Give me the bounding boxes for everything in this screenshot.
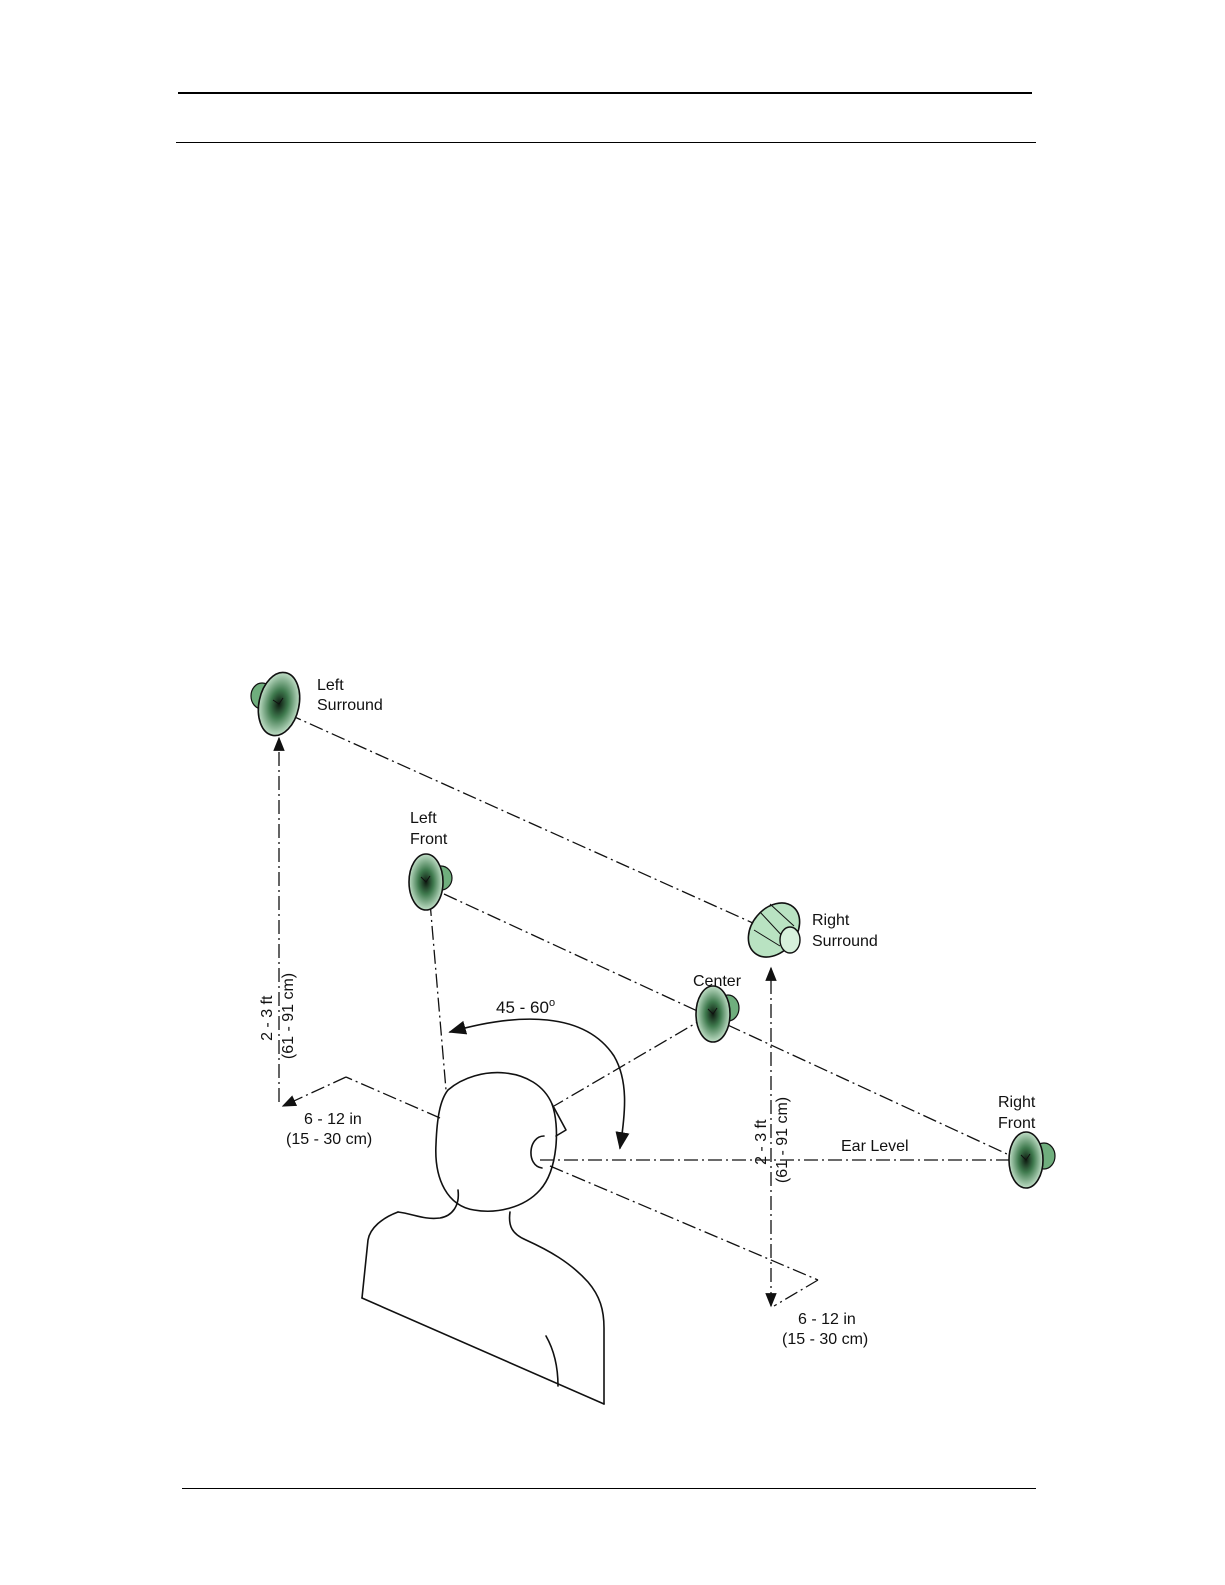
left-offset-leg-b <box>283 1077 346 1106</box>
listener-body-bottom <box>362 1298 604 1404</box>
listener-shoulder-left <box>362 1212 398 1298</box>
speaker-left-front[interactable] <box>409 854 452 910</box>
label-left-surround: Left Surround <box>317 677 383 714</box>
line-left-surround-to-right-surround <box>288 714 764 928</box>
listener-neck-left <box>398 1190 458 1218</box>
speaker-right-front[interactable] <box>1009 1132 1055 1188</box>
guide-lines <box>279 714 1020 1306</box>
listener-ear <box>531 1136 544 1168</box>
speaker-center[interactable] <box>696 986 739 1042</box>
label-right-front: Right Front <box>998 1094 1040 1132</box>
label-left-front: Left Front <box>410 810 448 848</box>
speaker-left-surround[interactable] <box>251 669 305 740</box>
line-left-front-to-head <box>430 902 446 1090</box>
line-left-front-to-right-front <box>444 894 1020 1160</box>
label-right-surround: Right Surround <box>812 912 878 950</box>
label-center: Center <box>693 973 742 990</box>
label-offset-left: 6 - 12 in (15 - 30 cm) <box>286 1111 372 1148</box>
angle-arc <box>450 1019 625 1148</box>
line-center-to-head <box>554 1016 708 1106</box>
listener-head <box>436 1073 557 1212</box>
right-offset-leg <box>774 1280 818 1306</box>
speaker-right-surround[interactable] <box>738 893 810 967</box>
listener-arm <box>546 1336 558 1386</box>
label-angle: 45 - 60o <box>496 997 555 1017</box>
listener-nose <box>552 1104 566 1136</box>
listener-figure <box>362 1073 604 1404</box>
label-ear-level: Ear Level <box>841 1138 909 1155</box>
label-offset-right: 6 - 12 in (15 - 30 cm) <box>782 1311 868 1348</box>
label-height-right: 2 - 3 ft (61 - 91 cm) <box>753 1097 791 1183</box>
label-height-left: 2 - 3 ft (61 - 91 cm) <box>259 973 297 1059</box>
